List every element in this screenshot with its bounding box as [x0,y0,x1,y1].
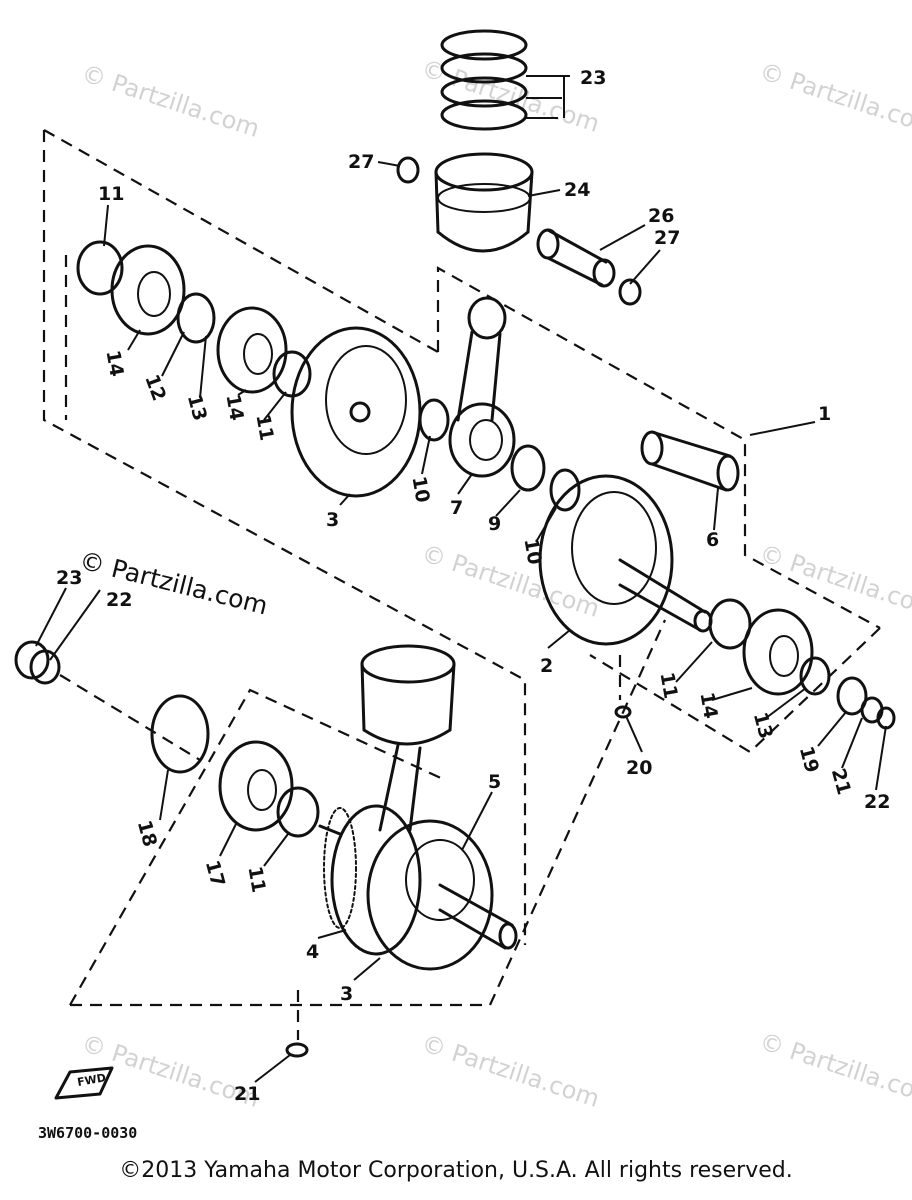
piston-rings [440,29,528,131]
callout-11: 11 [655,671,681,701]
needle-bearing-and-washers [418,398,581,512]
leader-lines [35,75,887,1083]
bush-and-key [14,640,309,1058]
callout-10: 10 [407,475,433,505]
callout-2: 2 [540,655,553,677]
part-callouts: 23 27 24 26 27 11 14 12 13 14 11 1 1 10 … [56,67,890,1105]
callout-19: 21 [827,766,855,797]
watermark: © Partzilla.com [756,57,912,141]
callout-23: 23 [56,567,82,589]
watermark-layer: © Partzilla.com © Partzilla.com © Partzi… [77,54,912,1113]
front-direction-marker: FWD [54,1066,114,1100]
right-bearing-stack [614,598,896,730]
callout-11: 11 [98,183,124,205]
callout-17: 19 [795,744,823,775]
crank-pin [640,430,740,492]
assembly-dashed-outlines [42,129,881,1040]
front-marker-label: FWD [76,1071,107,1089]
callout-14: 14 [101,349,127,379]
copyright-notice: ©2013 Yamaha Motor Corporation, U.S.A. A… [119,1158,793,1183]
piston-lower [360,644,456,832]
crank-web-right [538,474,713,646]
callout-7: 5 [488,771,501,793]
callout-26: 26 [648,205,674,227]
watermark: © Partzilla.com [418,1029,603,1113]
callout-13: 13 [183,392,211,423]
callout-11: 11 [243,865,269,895]
callout-16: 18 [133,818,161,849]
piston-upper [434,152,534,253]
callout-11: 11 [251,413,277,443]
callout-3: 3 [326,509,339,531]
callout-18: 20 [626,757,652,779]
callout-27: 27 [348,151,374,173]
callout-21: 21 [234,1083,260,1105]
callout-12: 12 [140,372,170,404]
callout-15: 17 [201,858,229,889]
callout-22: 22 [106,589,132,611]
callout-4: 3 [340,983,353,1005]
callout-10: 10 [519,537,545,567]
connecting-rod-upper [448,296,516,478]
watermark: © Partzilla.com [78,59,263,143]
left-bearing-stack [76,240,312,398]
callout-25: 23 [580,67,606,89]
callout-20: 22 [864,791,890,813]
callout-24: 24 [564,179,590,201]
watermark: © Partzilla.com [756,1027,912,1111]
callout-1: 1 [818,403,831,425]
callout-6: 6 [706,529,719,551]
lower-bearings-and-clip [150,694,320,838]
callout-9: 9 [488,513,501,535]
callout-8: 7 [450,497,463,519]
piston-pin [396,156,642,306]
crankshaft-assembly-lower [318,804,518,971]
callout-13: 13 [749,710,777,741]
callout-27: 27 [654,227,680,249]
callout-14: 14 [221,393,247,423]
callout-14: 14 [695,691,721,721]
watermark: © Partzilla.com [418,539,603,623]
diagram-code: 3W6700-0030 [38,1124,137,1142]
crank-web-left [290,326,422,498]
callout-5: 4 [306,941,319,963]
